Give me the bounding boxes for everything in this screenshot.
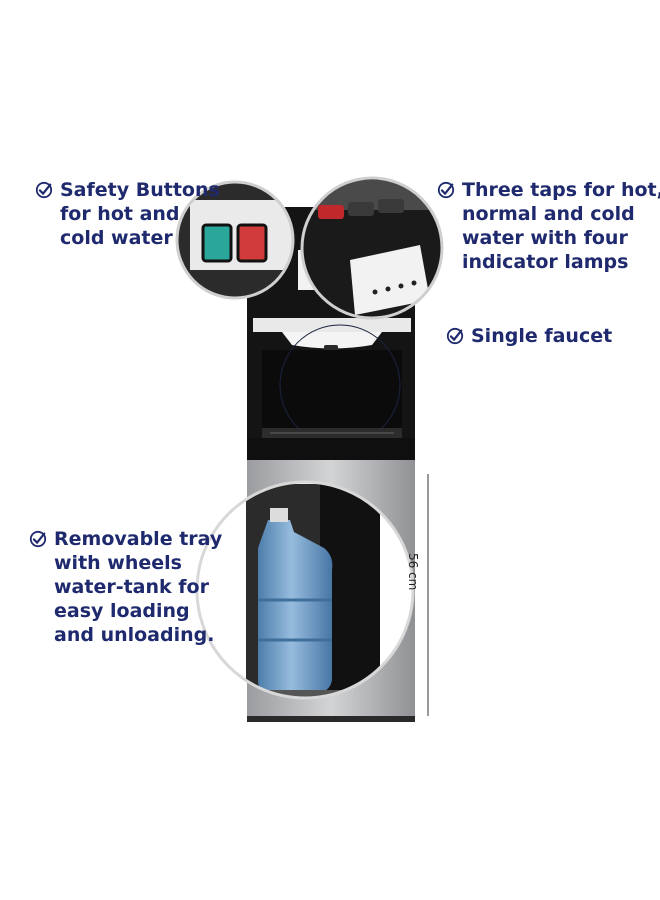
check-circle-icon [437, 181, 455, 199]
feature-line: water-tank for [54, 576, 209, 598]
feature-line: Single faucet [471, 325, 613, 347]
check-circle-icon [29, 530, 47, 548]
feature-line: cold water [60, 227, 173, 249]
faucet-housing [282, 332, 382, 349]
check-circle-icon [446, 327, 464, 345]
feature-line: Safety Buttons [60, 179, 220, 201]
feature-line: and unloading. [54, 624, 215, 646]
feature-line: Three taps for hot, [462, 179, 660, 201]
feature-line: water with four [462, 227, 628, 249]
feature-removable-tray: Removable tray with wheels water-tank fo… [29, 527, 222, 647]
tap-normal [348, 202, 374, 216]
tap-cold [378, 199, 404, 213]
tank-magnifier [197, 482, 413, 698]
feature-line: normal and cold [462, 203, 635, 225]
feature-safety-buttons: Safety Buttons for hot and cold water [35, 178, 220, 250]
feature-three-taps: Three taps for hot, normal and cold wate… [437, 178, 660, 274]
tap-hot [318, 205, 344, 219]
hot-safety-button [201, 223, 233, 263]
feature-line: easy loading [54, 600, 190, 622]
dispensing-alcove [262, 350, 402, 430]
feature-single-faucet: Single faucet [446, 324, 612, 348]
height-dimension-label: 56 cm [406, 553, 420, 591]
cold-safety-button [236, 223, 268, 263]
water-bottle [258, 520, 333, 692]
feature-line: Removable tray [54, 528, 223, 550]
feature-line: for hot and [60, 203, 180, 225]
safety-buttons-magnifier [177, 182, 293, 298]
cabinet-base [247, 716, 415, 722]
feature-line: indicator lamps [462, 251, 629, 273]
faucet-band [253, 318, 411, 332]
feature-line: with wheels [54, 552, 182, 574]
check-circle-icon [35, 181, 53, 199]
